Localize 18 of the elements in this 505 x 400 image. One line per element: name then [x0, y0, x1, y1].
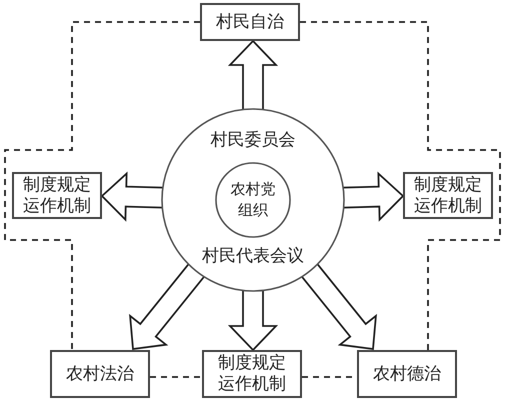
- process-box: 农村德治: [357, 350, 457, 398]
- process-box: 农村法治: [50, 350, 150, 398]
- block-arrow: [129, 262, 206, 350]
- process-box: 制度规定运作机制: [12, 172, 102, 219]
- block-arrow: [342, 172, 404, 222]
- circle-label: 农村党组织: [230, 179, 276, 221]
- block-arrow: [228, 289, 278, 352]
- block-arrow: [100, 172, 164, 222]
- circle-label: 村民代表会议: [201, 245, 305, 267]
- circle-label: 村民委员会: [210, 129, 296, 151]
- dashed-line: [150, 376, 202, 378]
- dashed-line: [4, 21, 200, 350]
- block-arrow: [228, 40, 278, 111]
- process-box: 制度规定运作机制: [403, 172, 493, 219]
- dashed-line: [300, 21, 501, 350]
- block-arrow: [300, 262, 377, 350]
- process-box: 村民自治: [200, 3, 300, 41]
- process-box: 制度规定运作机制: [202, 350, 302, 398]
